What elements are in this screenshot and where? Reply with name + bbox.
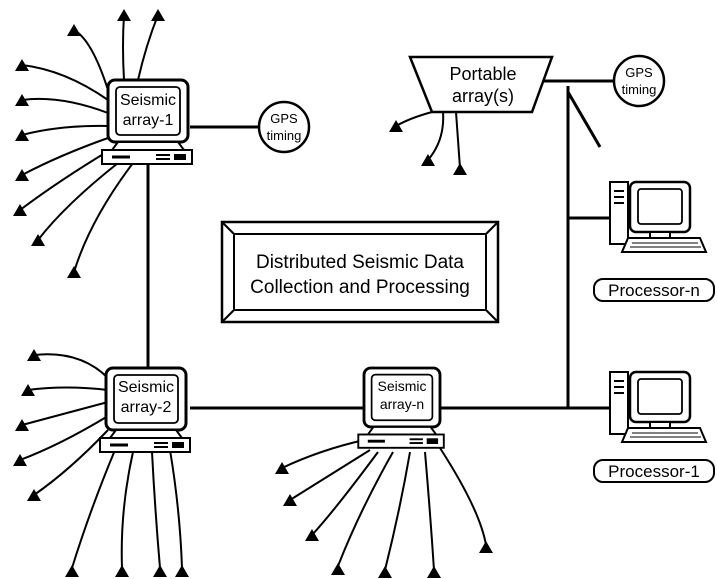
- network-cables: [146, 79, 614, 410]
- gps-timing-node-right: GPS timing: [612, 54, 666, 108]
- processor-n-label: Processor-n: [608, 281, 700, 300]
- portable-array-label-line1: Portable: [449, 64, 516, 84]
- sensor-cables-array-n: [281, 439, 487, 571]
- processor-1-node: Processor-1: [593, 370, 715, 483]
- sensor-cables-array-1: [19, 14, 159, 273]
- gps-timing-left-line2: timing: [267, 128, 302, 143]
- gps-timing-node-left: GPS timing: [257, 100, 311, 154]
- seismic-array-2-label-line1: Seismic: [118, 379, 174, 396]
- processor-n-node: Processor-n: [593, 180, 715, 302]
- diagram-title-line2: Collection and Processing: [250, 277, 470, 298]
- seismic-array-1-label-line1: Seismic: [120, 92, 176, 109]
- seismic-array-1-label-line2: array-1: [123, 112, 174, 129]
- seismic-array-n-node: Seismic array-n: [356, 366, 446, 450]
- gps-timing-right-line2: timing: [622, 82, 657, 97]
- diagram-title-box: Distributed Seismic Data Collection and …: [220, 220, 500, 324]
- diagram-title-line1: Distributed Seismic Data: [256, 252, 464, 273]
- seismic-array-2-node: Seismic array-2: [98, 366, 192, 454]
- gps-timing-right-line1: GPS: [625, 65, 653, 80]
- seismic-sensors: [13, 9, 493, 578]
- seismic-array-n-label-line1: Seismic: [377, 378, 426, 394]
- gps-timing-left-line1: GPS: [270, 111, 298, 126]
- seismic-array-n-label-line2: array-n: [380, 396, 424, 412]
- seismic-array-2-label-line2: array-2: [121, 399, 172, 416]
- seismic-array-1-node: Seismic array-1: [100, 78, 194, 166]
- portable-array-node: Portable array(s): [408, 55, 554, 114]
- portable-array-label-line2: array(s): [452, 86, 514, 106]
- processor-1-label: Processor-1: [608, 462, 700, 481]
